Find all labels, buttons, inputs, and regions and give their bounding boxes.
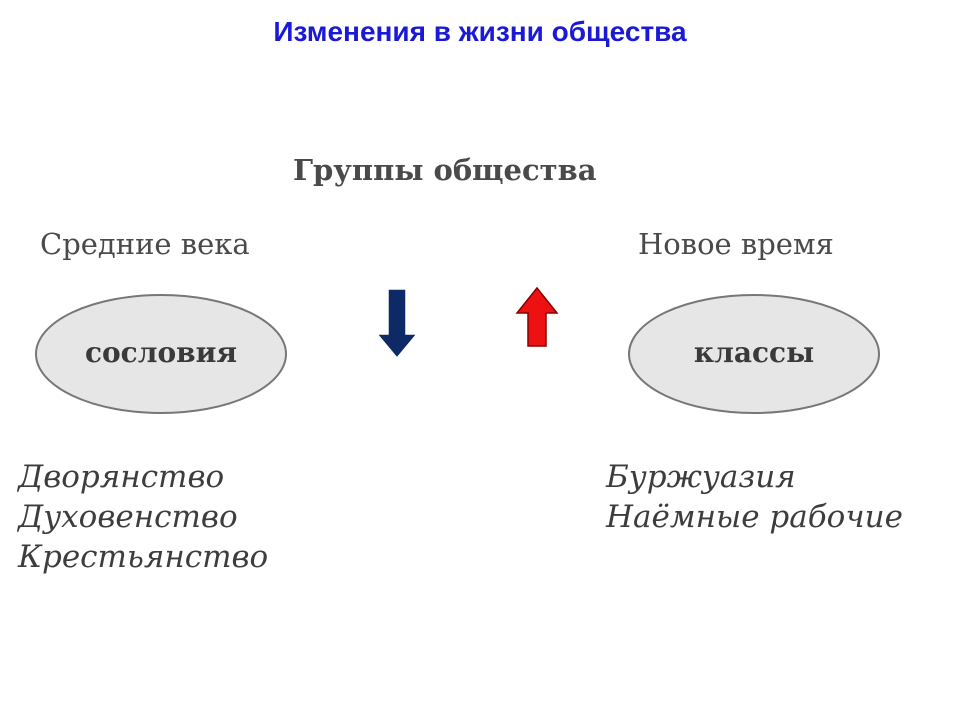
list-item: Крестьянство <box>18 539 269 575</box>
estates-list: Дворянство Духовенство Крестьянство <box>18 457 268 577</box>
list-item: Дворянство <box>18 459 225 495</box>
classes-oval-label: классы <box>693 336 815 369</box>
era-label-modern-times: Новое время <box>638 227 834 261</box>
slide-title: Изменения в жизни общества <box>273 16 687 47</box>
up-arrow-icon <box>515 286 559 347</box>
left-oval-shape <box>35 294 287 414</box>
down-arrow-icon <box>375 288 419 360</box>
era-label-middle-ages: Средние века <box>40 227 250 261</box>
estates-oval-label: сословия <box>84 336 238 369</box>
list-item: Духовенство <box>18 499 238 535</box>
list-item: Наёмные рабочие <box>606 499 903 535</box>
right-oval-shape <box>628 294 880 414</box>
diagram-heading: Группы общества <box>293 153 597 187</box>
list-item: Буржуазия <box>606 459 796 495</box>
classes-list: Буржуазия Наёмные рабочие <box>606 457 903 537</box>
